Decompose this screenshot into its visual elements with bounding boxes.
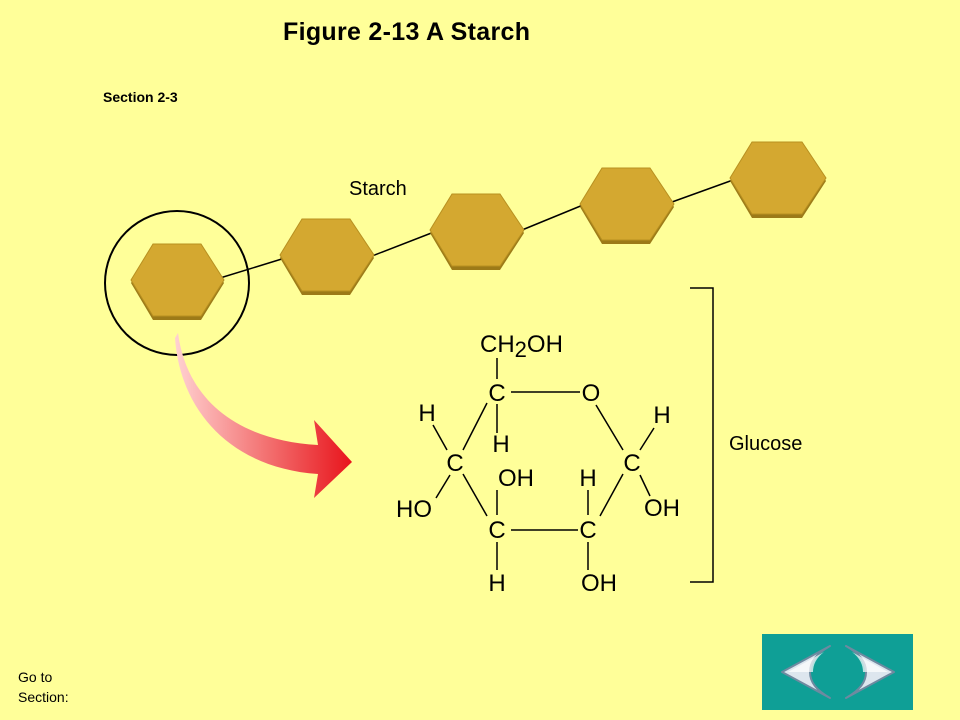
atom-h: H	[653, 402, 670, 429]
curved-arrow	[175, 333, 352, 498]
glucose-bonds	[432, 358, 655, 570]
ch2oh-group: CH2OH	[480, 331, 563, 362]
glucose-label: Glucose	[729, 433, 803, 455]
atom-h: H	[418, 400, 435, 427]
atom-o-ring: O	[582, 380, 601, 407]
atom-oh: OH	[581, 570, 617, 597]
starch-monomer	[579, 167, 675, 244]
goto-line: Section:	[18, 689, 69, 705]
chain-link	[671, 179, 734, 203]
chain-link	[371, 231, 435, 257]
starch-chain-links	[219, 179, 734, 279]
starch-monomer	[429, 193, 525, 270]
atom-oh: OH	[644, 495, 680, 522]
atom-ho: HO	[396, 496, 432, 523]
chain-link	[219, 257, 286, 279]
atom-h: H	[488, 570, 505, 597]
chain-link	[521, 204, 584, 231]
starch-monomer	[130, 243, 225, 320]
highlight-circle	[104, 210, 250, 356]
goto-line: Go to	[18, 669, 53, 685]
atom-c5: C	[488, 380, 505, 407]
starch-monomer	[729, 141, 827, 218]
page-title: Figure 2-13 A Starch	[283, 18, 531, 46]
back-arrow-icon[interactable]	[772, 640, 838, 704]
starch-label: Starch	[349, 178, 407, 200]
glucose-structure: CH2OH C O H H H C C OH H HO OH C C H OH	[396, 331, 680, 597]
starch-monomer	[279, 218, 375, 295]
navigation-panel	[762, 634, 913, 710]
glucose-bracket	[690, 287, 714, 583]
section-label: Section 2-3	[103, 89, 178, 105]
atom-c3: C	[488, 517, 505, 544]
atom-c1: C	[623, 450, 640, 477]
atom-c4: C	[446, 450, 463, 477]
forward-arrow-icon[interactable]	[838, 640, 904, 704]
atom-c2: C	[579, 517, 596, 544]
atom-h: H	[579, 465, 596, 492]
atom-oh: OH	[498, 465, 534, 492]
atom-h: H	[492, 431, 509, 458]
goto-section-label: Go to Section:	[18, 667, 69, 707]
